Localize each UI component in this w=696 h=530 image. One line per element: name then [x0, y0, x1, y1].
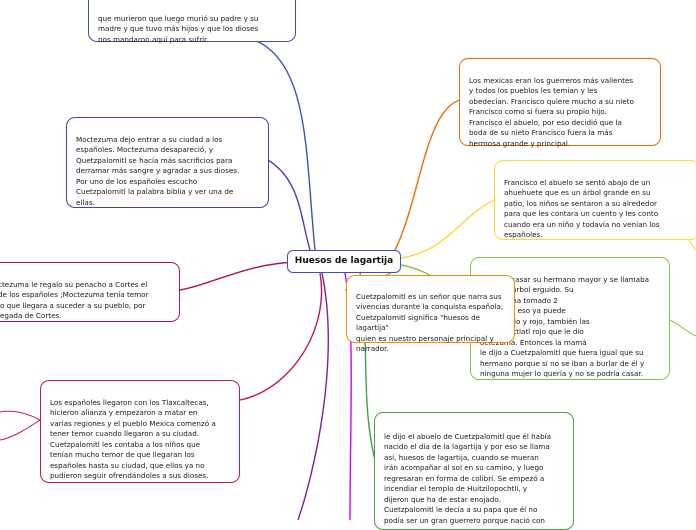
node-tlaxcaltecas[interactable]: Los españoles llegaron con los Tlaxcalte… [40, 380, 240, 483]
node-moctezuma-penacho-text: ctezuma le regalo su penacho a Cortes el… [0, 279, 149, 321]
central-topic-title: Huesos de lagartija [294, 256, 394, 266]
node-top-left[interactable]: que murieron que luego murió su padre y … [88, 0, 296, 44]
central-topic[interactable]: Huesos de lagartija [287, 250, 401, 273]
node-moctezuma-ciudad[interactable]: Moctezuma dejo entrar a su ciudad a los … [66, 117, 269, 208]
node-ahuehuete-text: Francisco el abuelo se sentó abajo de un… [504, 177, 660, 240]
connector-top-left [249, 37, 316, 251]
node-mexicas[interactable]: Los mexicas eran los guerreros más valie… [459, 58, 661, 148]
node-abuelo-lagartija-text: le dijo el abuelo de Cuetzpalomitl que é… [384, 431, 552, 525]
connector-moctezuma-penacho [179, 261, 301, 291]
connector-moctezuma-ciudad [267, 159, 311, 251]
node-mexicas-text: Los mexicas eran los guerreros más valie… [469, 75, 634, 148]
node-narrador[interactable]: Cuetzpalomitl es un señor que narra sus … [346, 275, 515, 353]
node-moctezuma-ciudad-text: Moctezuma dejo entrar a su ciudad a los … [76, 134, 240, 207]
connector-bottom [297, 272, 329, 520]
node-moctezuma-penacho[interactable]: ctezuma le regalo su penacho a Cortes el… [0, 262, 180, 322]
subbranch-right-2 [669, 319, 696, 337]
node-tlaxcaltecas-text: Los españoles llegaron con los Tlaxcalte… [50, 397, 216, 481]
node-abuelo-lagartija[interactable]: le dijo el abuelo de Cuetzpalomitl que é… [374, 412, 574, 530]
connector-tlaxcaltecas [239, 272, 323, 401]
subbranch-left-1 [0, 410, 41, 421]
node-ahuehuete[interactable]: Francisco el abuelo se sentó abajo de un… [494, 160, 696, 240]
connector-mexicas [394, 99, 461, 251]
subbranch-left-2 [0, 419, 41, 441]
node-top-left-text: que murieron que luego murió su padre y … [98, 13, 259, 44]
connector-ahuehuete [400, 199, 496, 259]
node-narrador-text: Cuetzpalomitl es un señor que narra sus … [356, 291, 504, 354]
